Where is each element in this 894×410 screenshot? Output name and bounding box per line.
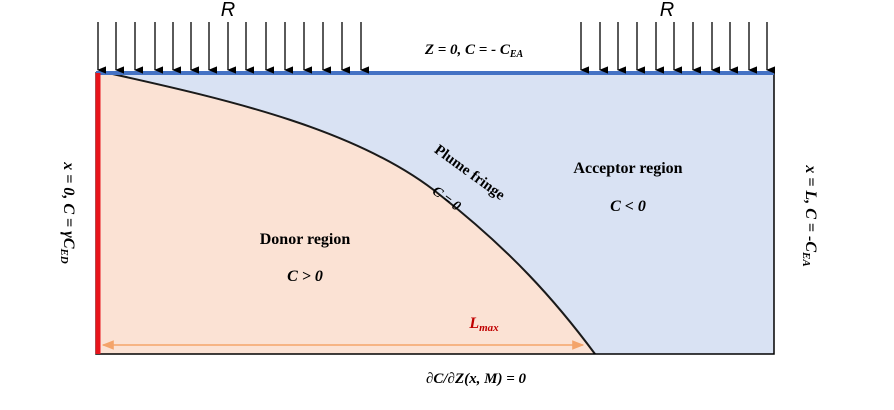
recharge-arrows-right — [580, 22, 776, 74]
left-boundary-condition: x = 0, C = γCED — [58, 161, 77, 264]
recharge-arrows-left — [97, 22, 370, 74]
recharge-label-left: R — [221, 0, 235, 21]
acceptor-region-condition: C < 0 — [610, 198, 646, 215]
right-boundary-condition: x = L, C = -CEA — [800, 164, 819, 266]
bottom-boundary-condition: ∂C/∂Z(x, M) = 0 — [426, 371, 527, 387]
acceptor-region-title: Acceptor region — [573, 160, 682, 177]
top-boundary-condition: Z = 0, C = - CEA — [424, 42, 524, 60]
donor-region-condition: C > 0 — [287, 268, 323, 285]
plume-fringe-curve — [107, 72, 596, 355]
recharge-label-right: R — [660, 0, 674, 21]
donor-region-title: Donor region — [260, 231, 351, 248]
lmax-label: Lmax — [468, 315, 499, 334]
donor-region-fill — [96, 73, 595, 354]
